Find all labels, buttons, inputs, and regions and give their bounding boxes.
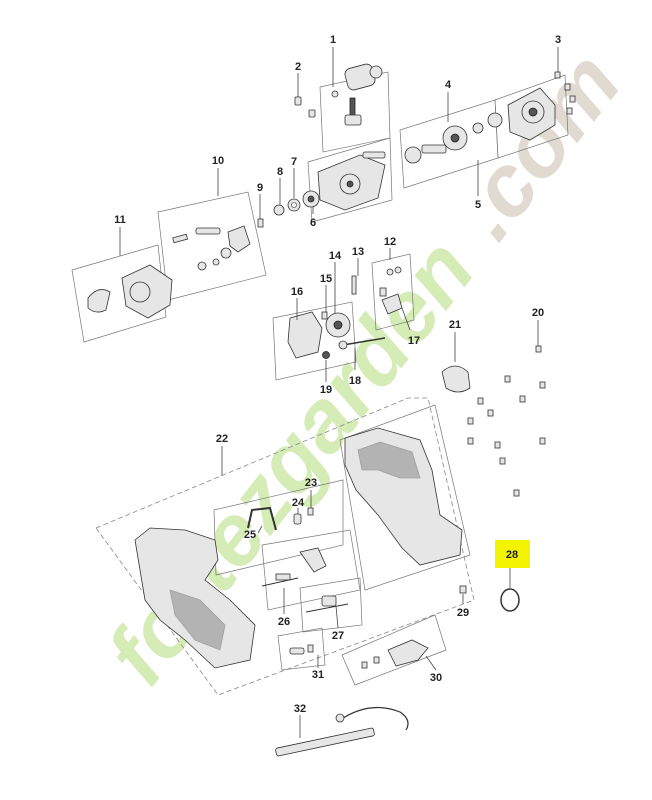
housing-part-16 [287,311,323,359]
screw-part-2 [294,96,316,118]
wiring-board-part [275,706,409,757]
small-part-24 [293,513,302,525]
group-boxes [71,71,569,696]
screw-part-15 [321,311,328,320]
o-ring-part [500,588,520,612]
motor-mount-part [317,151,386,211]
switch-assembly-part [172,225,251,271]
callout-3: 3 [555,34,561,46]
gear-assembly-part [404,112,503,164]
callout-labels: 1 2 3 4 5 6 7 8 9 10 11 12 13 14 15 16 1… [114,34,561,715]
small-part-31 [289,644,314,655]
rod-part [338,337,386,350]
housing-half-left [134,527,256,669]
callout-12: 12 [384,236,396,248]
callout-21: 21 [449,319,461,331]
callout-32: 32 [294,703,306,715]
screw-part-29 [459,585,467,594]
callout-31: 31 [312,669,324,681]
switch-part-26 [261,547,327,587]
callout-29: 29 [457,607,469,619]
belt-clip-part [247,506,277,531]
callout-11: 11 [114,214,126,226]
pin-part [351,275,357,295]
switch-part-27 [305,595,349,613]
parts [87,63,576,757]
clutch-gear-part [302,190,320,208]
callout-9: 9 [257,182,263,194]
callout-23: 23 [305,477,317,489]
callout-10: 10 [212,155,224,167]
callout-27: 27 [332,630,344,642]
callout-4: 4 [445,79,452,91]
housing-half-right [344,427,463,566]
gear-housing-part [507,87,556,141]
callout-25: 25 [244,529,256,541]
screw-part-9 [257,218,264,228]
clip-part [441,365,471,393]
callout-26: 26 [278,616,290,628]
washer-part [287,198,301,212]
callout-7: 7 [291,156,297,168]
screw-part-20 [535,345,542,353]
screw-part-23 [307,507,314,516]
callout-6: 6 [310,217,316,229]
loose-screws [467,375,546,497]
callout-18: 18 [349,375,361,387]
callout-30: 30 [430,672,442,684]
callout-1: 1 [330,34,336,46]
callout-8: 8 [277,166,283,178]
end-cover-part [87,264,173,319]
callout-20: 20 [532,307,544,319]
callout-19: 19 [320,384,332,396]
highlight-box-28 [495,540,530,568]
callout-5: 5 [475,199,481,211]
callout-24: 24 [292,497,305,509]
callout-13: 13 [352,246,364,258]
motor-part [331,63,383,126]
callout-22: 22 [216,433,228,445]
callout-16: 16 [291,286,303,298]
chuck-gear-part [325,312,351,338]
screw-part-3 [554,71,576,115]
cover-part-30 [361,639,429,669]
callout-2: 2 [295,61,301,73]
callout-28: 28 [506,549,518,561]
callout-15: 15 [320,273,332,285]
small-parts-12 [379,266,402,297]
leader-lines [119,47,559,738]
spring-part [322,351,330,359]
callout-14: 14 [329,250,342,262]
ring-part [273,204,285,216]
callout-17: 17 [408,335,420,347]
